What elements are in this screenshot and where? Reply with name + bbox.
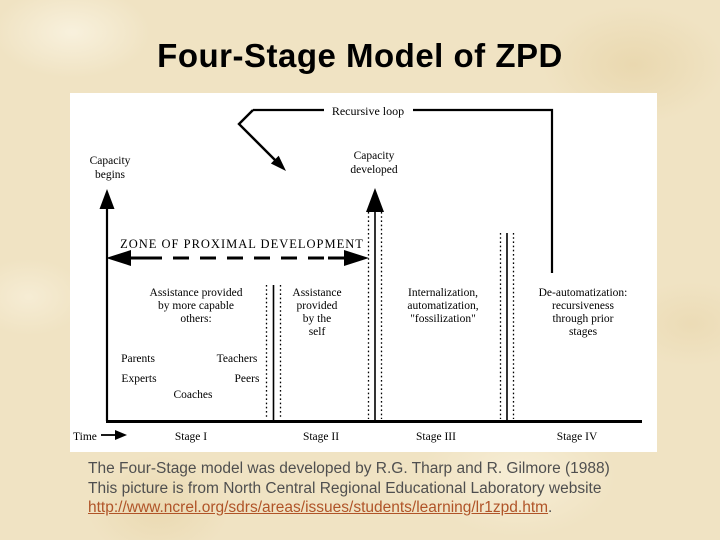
capacity-developed-label-line2: developed xyxy=(350,164,398,176)
caption-line-2: This picture is from North Central Regio… xyxy=(88,479,602,497)
stage3-label: Stage III xyxy=(416,431,456,443)
stage2-description-line: Assistance xyxy=(292,287,341,299)
time-arrowhead-icon xyxy=(115,430,127,440)
capacity-begins-label-line2: begins xyxy=(95,169,126,181)
zpd-diagram-figure: Recursive loop Capacity begins ZONE OF P… xyxy=(70,93,657,452)
capacity-begins-label-line1: Capacity xyxy=(90,155,131,167)
source-link[interactable]: http://www.ncrel.org/sdrs/areas/issues/s… xyxy=(88,499,549,516)
stage3-stage4-divider xyxy=(499,233,515,420)
stage4-description-line: stages xyxy=(569,326,598,338)
up-arrowhead-icon xyxy=(366,188,384,212)
capacity-developed-label-line1: Capacity xyxy=(354,150,395,162)
time-axis: Time Stage I Stage II Stage III Stage IV xyxy=(73,420,642,443)
stage4-description-line: through prior xyxy=(552,313,613,325)
up-arrowhead-icon xyxy=(99,189,115,209)
capacity-begins-axis: Capacity begins xyxy=(90,155,131,421)
stage4-description-line: De-automatization: xyxy=(539,287,628,299)
stage2-description: Assistance provided by the self xyxy=(292,287,341,338)
stage1-stage2-divider xyxy=(265,285,282,420)
stage1-description: Assistance provided by more capable othe… xyxy=(121,287,260,401)
stage1-description-line: by more capable xyxy=(158,300,234,312)
recursive-loop-arrow: Recursive loop xyxy=(237,103,554,273)
stage3-description-line: automatization, xyxy=(407,300,478,312)
zpd-span-arrow: ZONE OF PROXIMAL DEVELOPMENT xyxy=(106,237,369,266)
zpd-label: ZONE OF PROXIMAL DEVELOPMENT xyxy=(120,237,364,251)
helper-label-teachers: Teachers xyxy=(217,353,258,365)
time-label: Time xyxy=(73,431,97,443)
stage1-description-line: Assistance provided xyxy=(150,287,243,299)
stage4-description-line: recursiveness xyxy=(552,300,614,312)
recursive-loop-label: Recursive loop xyxy=(332,104,404,118)
stage3-description-line: "fossilization" xyxy=(410,313,476,325)
caption: The Four-Stage model was developed by R.… xyxy=(88,459,648,518)
stage4-label: Stage IV xyxy=(557,431,598,443)
stage4-description: De-automatization: recursiveness through… xyxy=(539,287,628,338)
zpd-diagram: Recursive loop Capacity begins ZONE OF P… xyxy=(73,103,642,443)
right-arrowhead-icon xyxy=(344,250,369,266)
stage1-description-line: others: xyxy=(180,313,211,325)
recursive-loop-arrowhead-icon xyxy=(270,155,286,171)
helper-label-coaches: Coaches xyxy=(174,389,213,401)
stage2-description-line: self xyxy=(309,326,326,338)
caption-line-3: http://www.ncrel.org/sdrs/areas/issues/s… xyxy=(88,498,648,518)
left-arrowhead-icon xyxy=(106,250,131,266)
helper-label-experts: Experts xyxy=(121,373,157,385)
stage2-description-line: provided xyxy=(297,300,338,312)
stage1-label: Stage I xyxy=(175,431,207,443)
slide-title: Four-Stage Model of ZPD xyxy=(157,37,563,74)
stage2-description-line: by the xyxy=(303,313,331,325)
stage3-description-line: Internalization, xyxy=(408,287,478,299)
caption-link-suffix: . xyxy=(548,499,553,516)
stage3-description: Internalization, automatization, "fossil… xyxy=(407,287,478,325)
caption-line-1: The Four-Stage model was developed by R.… xyxy=(88,460,610,477)
stage2-label: Stage II xyxy=(303,431,339,443)
helper-label-peers: Peers xyxy=(235,373,260,385)
capacity-developed-arrow: Capacity developed xyxy=(350,150,398,420)
helper-label-parents: Parents xyxy=(121,353,155,365)
